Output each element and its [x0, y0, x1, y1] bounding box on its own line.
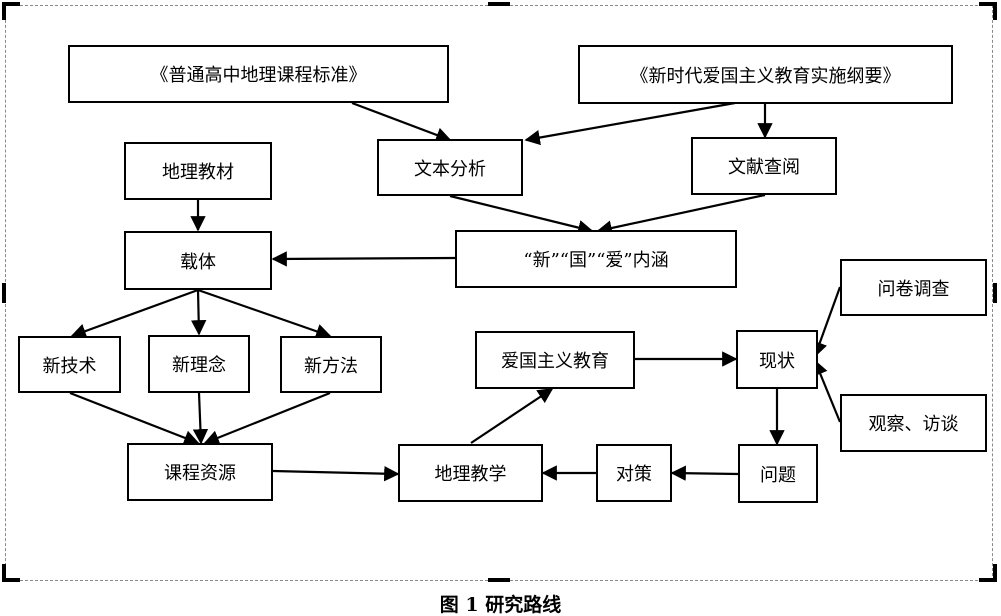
crop-mark-top-mid — [488, 2, 510, 6]
node-text-analysis: 文本分析 — [377, 139, 523, 196]
crop-mark-top-left-v — [2, 2, 6, 20]
crop-mark-top-left — [2, 2, 20, 6]
node-curriculum-standard: 《普通高中地理课程标准》 — [68, 45, 449, 103]
figure-caption: 图 1 研究路线 — [439, 594, 562, 616]
crop-mark-left-mid — [2, 283, 6, 303]
crop-mark-bottom-right — [979, 578, 997, 582]
crop-mark-bottom-left — [2, 578, 20, 582]
arrow-newidea-to-resources — [192, 392, 209, 445]
crop-mark-top-right — [979, 2, 997, 6]
arrow-observe-to-status — [813, 359, 842, 423]
node-observation-interview: 观察、访谈 — [840, 394, 987, 452]
node-literature-review: 文献查阅 — [691, 137, 837, 195]
arrow-standard-to-analysis — [351, 101, 452, 143]
arrow-outline-to-analysis — [524, 101, 736, 146]
crop-mark-bottom-left-v — [2, 564, 6, 582]
arrow-carrier-to-newidea — [190, 289, 207, 336]
node-connotation: “新”“国”“爱”内涵 — [455, 230, 737, 288]
node-problems: 问题 — [738, 444, 818, 503]
node-new-method: 新方法 — [280, 336, 382, 393]
arrow-problems-to-countermeasures — [670, 465, 739, 481]
arrow-teaching-to-patriotic — [470, 388, 554, 444]
arrow-newtech-to-resources — [69, 391, 200, 446]
crop-mark-top-right-v — [993, 2, 997, 20]
node-new-idea: 新理念 — [148, 335, 250, 393]
arrow-connotation-to-carrier — [271, 251, 456, 267]
arrow-carrier-to-newtech — [70, 288, 199, 339]
arrow-questionnaire-to-status — [812, 286, 842, 358]
arrow-resources-to-teaching — [272, 465, 400, 482]
crop-mark-bottom-mid — [488, 578, 510, 582]
node-course-resources: 课程资源 — [127, 443, 273, 501]
node-questionnaire: 问卷调查 — [840, 259, 987, 316]
arrow-literature-to-connotation — [596, 193, 766, 236]
node-patriotic-education: 爱国主义教育 — [475, 331, 635, 389]
crop-mark-bottom-right-v — [993, 564, 997, 582]
node-new-technology: 新技术 — [18, 336, 121, 393]
node-geography-textbook: 地理教材 — [124, 142, 272, 200]
crop-mark-right-mid — [993, 283, 997, 303]
node-patriotic-outline: 《新时代爱国主义教育实施纲要》 — [578, 45, 953, 104]
node-geography-teaching: 地理教学 — [398, 444, 543, 502]
arrow-analysis-to-connotation — [449, 194, 594, 236]
node-status: 现状 — [736, 330, 818, 389]
node-carrier: 载体 — [124, 231, 272, 290]
arrow-carrier-to-newmethod — [197, 288, 332, 339]
node-countermeasures: 对策 — [596, 444, 672, 502]
arrow-newmethod-to-resources — [203, 391, 331, 446]
